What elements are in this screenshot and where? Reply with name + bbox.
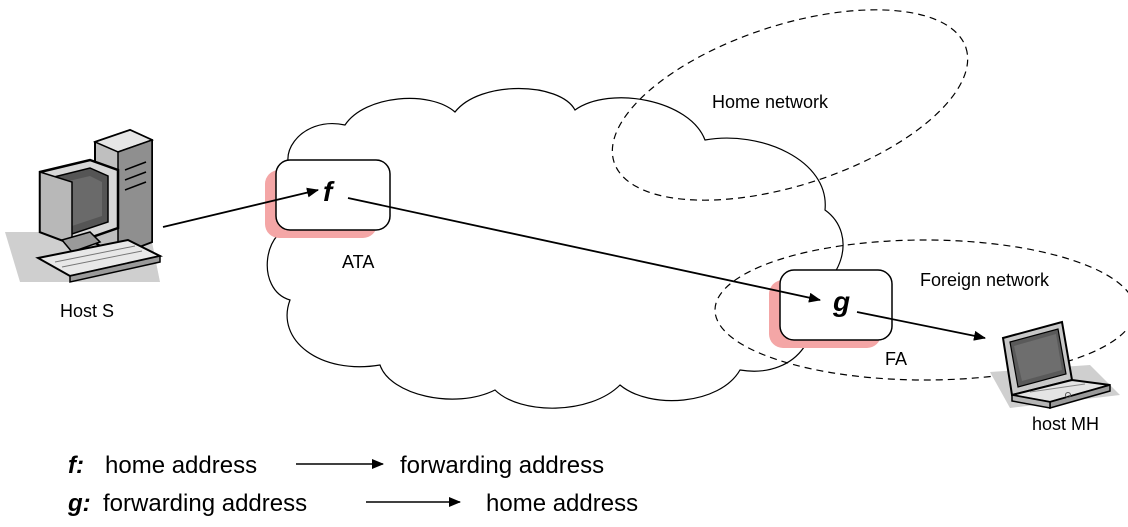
legend-symbol-f: f:	[68, 452, 84, 479]
host-s-label: Host S	[60, 301, 114, 321]
desktop-computer-icon	[5, 128, 163, 283]
internet-cloud	[266, 88, 844, 409]
legend-to-f: forwarding address	[400, 452, 604, 479]
legend-from-f: home address	[105, 452, 257, 479]
arrow-fa-to-host-mh	[856, 311, 986, 341]
ata-label: ATA	[342, 252, 374, 272]
host-mh-label: host MH	[1032, 414, 1099, 434]
ata-agent-label: f	[323, 176, 335, 207]
laptop-icon	[990, 320, 1120, 409]
home-network-ellipse	[611, 9, 969, 201]
home-network-label: Home network	[712, 92, 829, 112]
foreign-network-ellipse	[714, 239, 1128, 381]
legend-row-f: f: home address forwarding address	[68, 452, 604, 479]
legend-to-g: home address	[486, 490, 638, 517]
fa-label: FA	[885, 349, 907, 369]
arrow-host-s-to-ata	[162, 187, 319, 228]
ata-router	[265, 159, 391, 238]
arrow-ata-to-fa	[347, 197, 821, 303]
fa-router	[769, 269, 893, 348]
foreign-network-label: Foreign network	[920, 270, 1050, 290]
legend-symbol-g: g:	[67, 490, 91, 517]
legend-from-g: forwarding address	[103, 490, 307, 517]
fa-agent-label: g	[832, 286, 850, 317]
legend: f: home address forwarding address g: fo…	[67, 452, 638, 517]
legend-row-g: g: forwarding address home address	[67, 490, 638, 517]
